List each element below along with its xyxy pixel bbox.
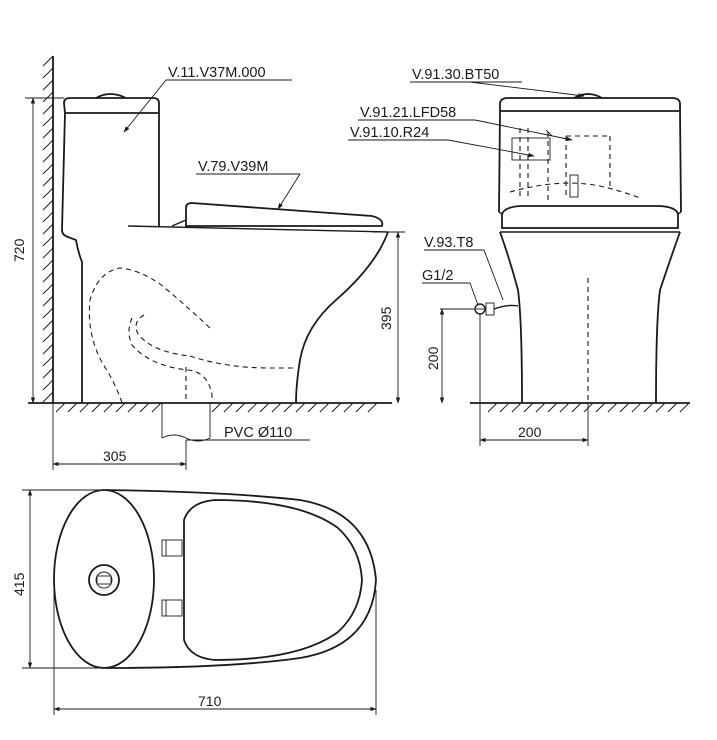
dim-length [53, 590, 377, 715]
label-outlet: PVC Ø110 [224, 425, 292, 441]
label-inlet-thread: G1/2 [422, 268, 453, 284]
dim-outlet-offset [52, 403, 187, 470]
dim-width-value: 415 [11, 572, 27, 596]
front-view: V.91.30.BT50 V.91.21.LFD58 V.91.10.R24 V… [348, 67, 690, 446]
dim-length-value: 710 [198, 693, 222, 709]
dim-inlet-offset-value: 200 [518, 424, 542, 440]
leader-flush-valve [348, 139, 535, 158]
leader-seat [196, 173, 301, 210]
toilet-front-outline [498, 93, 682, 404]
toilet-top-outline [53, 489, 377, 669]
side-view: V.11.V37M.000 V.79.V39M PVC Ø110 720 395 [11, 55, 405, 470]
dim-width [22, 489, 106, 669]
label-tank-lid: V.11.V37M.000 [168, 65, 266, 81]
label-flush-button: V.91.30.BT50 [412, 67, 499, 83]
label-angle-valve: V.93.T8 [424, 235, 473, 251]
label-fill-valve: V.91.21.LFD58 [360, 105, 456, 121]
leader-fill-valve [358, 119, 573, 142]
wall [42, 55, 54, 403]
dim-inlet-height-value: 200 [425, 346, 441, 370]
label-seat: V.79.V39M [198, 159, 268, 175]
dim-total-height [25, 97, 64, 404]
dim-inlet-offset [479, 314, 589, 446]
leader-flush-button [410, 81, 585, 98]
dim-seat-height-value: 395 [378, 306, 394, 330]
front-floor [470, 402, 690, 413]
dim-outlet-offset-value: 305 [103, 448, 127, 464]
toilet-side-outline [61, 93, 389, 442]
dim-total-height-value: 720 [11, 238, 27, 262]
top-view: 415 710 [11, 489, 377, 715]
dim-seat-height [372, 231, 405, 404]
label-flush-valve: V.91.10.R24 [350, 125, 429, 141]
leader-tank-lid [123, 79, 292, 133]
